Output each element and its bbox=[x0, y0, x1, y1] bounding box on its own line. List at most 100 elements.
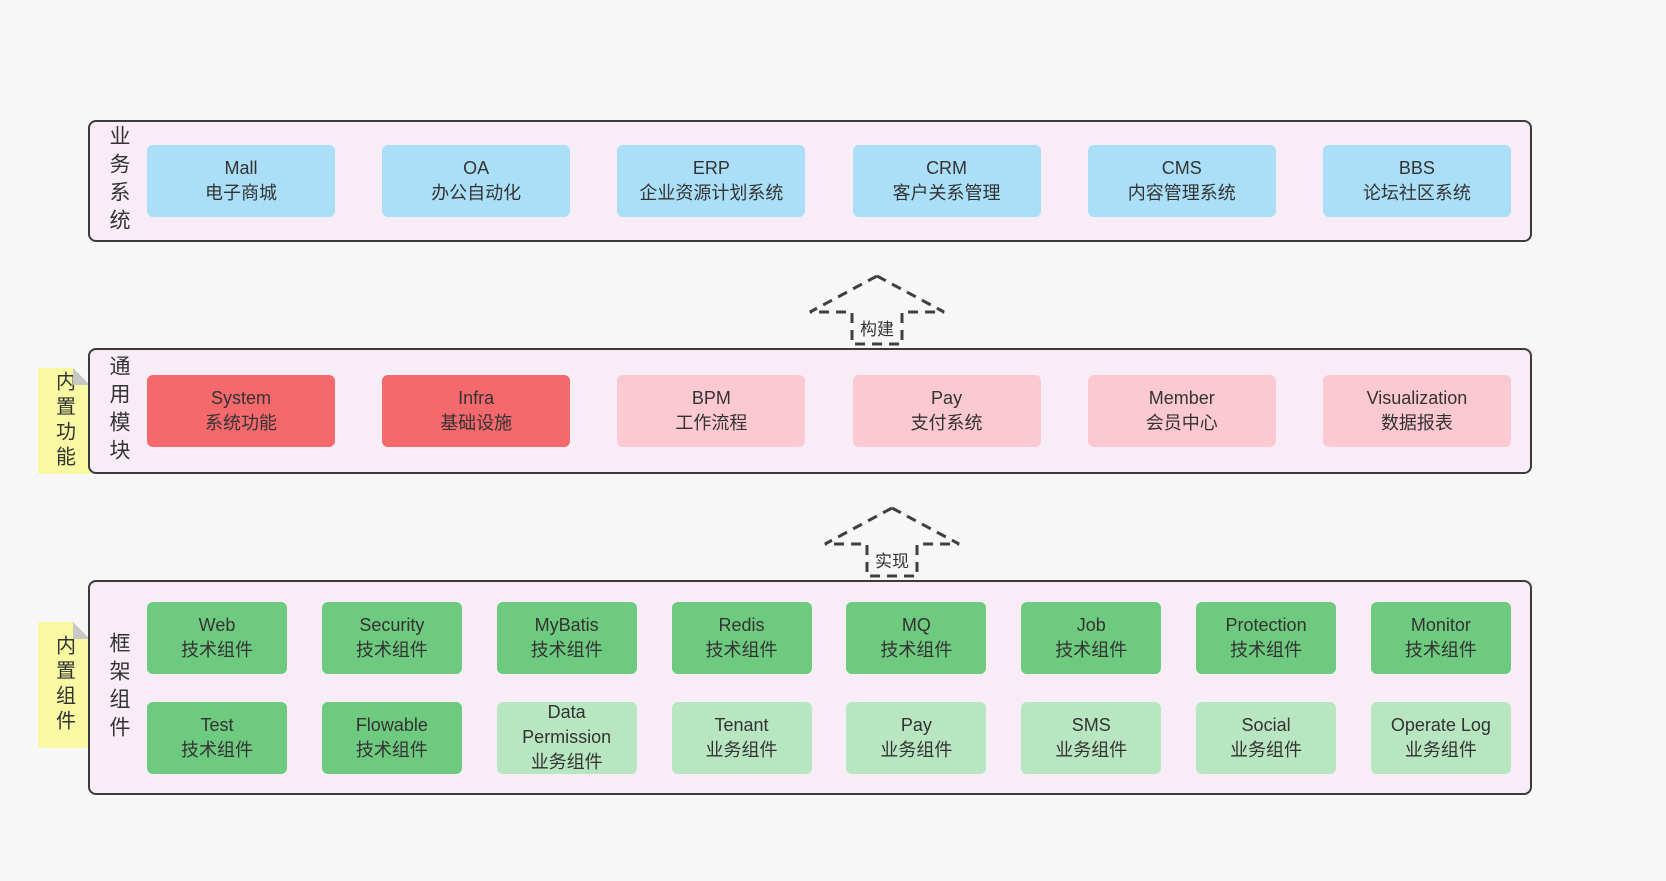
box-subtitle: 技术组件 bbox=[1404, 639, 1477, 660]
box-protection: Protection 技术组件 bbox=[1196, 601, 1337, 674]
box-subtitle: 系统功能 bbox=[205, 413, 277, 433]
band-row: Test 技术组件 Flowable 技术组件 Data Permission … bbox=[147, 701, 1511, 774]
box-subtitle: 技术组件 bbox=[880, 639, 953, 660]
box-pay: Pay 支付系统 bbox=[852, 375, 1041, 447]
band-side-label: 通用模块 bbox=[107, 355, 130, 467]
box-subtitle: 数据报表 bbox=[1380, 413, 1453, 433]
band-side-label: 框架组件 bbox=[107, 631, 130, 744]
sticky-label: 内置组件 bbox=[52, 635, 75, 735]
box-title: MQ bbox=[901, 614, 931, 635]
box-subtitle: 办公自动化 bbox=[431, 183, 522, 203]
box-title: Mall bbox=[224, 158, 258, 178]
box-title: Operate Log bbox=[1390, 714, 1491, 735]
box-oa: OA 办公自动化 bbox=[382, 145, 571, 217]
arrow-build: 构建 bbox=[806, 273, 948, 347]
box-subtitle: 技术组件 bbox=[181, 639, 253, 660]
box-subtitle: 技术组件 bbox=[1230, 639, 1303, 660]
box-crm: CRM 客户关系管理 bbox=[852, 145, 1041, 217]
box-subtitle: 技术组件 bbox=[1055, 639, 1128, 660]
box-visualization: Visualization 数据报表 bbox=[1322, 375, 1511, 447]
box-title: CRM bbox=[926, 158, 968, 178]
arrow-label: 构建 bbox=[857, 315, 897, 340]
box-title: Member bbox=[1148, 388, 1215, 408]
box-operate-log: Operate Log 业务组件 bbox=[1370, 701, 1511, 774]
box-web: Web 技术组件 bbox=[147, 601, 287, 674]
box-title: Flowable bbox=[355, 714, 428, 735]
box-title: OA bbox=[463, 158, 490, 178]
box-title: Social bbox=[1241, 714, 1291, 735]
box-title: Data Permission bbox=[522, 702, 612, 747]
box-subtitle: 企业资源计划系统 bbox=[639, 183, 784, 203]
box-title: Redis bbox=[718, 614, 765, 635]
box-title: BPM bbox=[691, 388, 731, 408]
box-title: BBS bbox=[1398, 158, 1435, 178]
box-title: System bbox=[210, 388, 271, 408]
box-title: ERP bbox=[692, 158, 730, 178]
box-data-permission: Data Permission 业务组件 bbox=[496, 701, 637, 774]
box-security: Security 技术组件 bbox=[321, 601, 462, 674]
box-subtitle: 业务组件 bbox=[530, 752, 603, 772]
band-row: Mall 电子商城 OA 办公自动化 ERP 企业资源计划系统 CRM 客户关系… bbox=[147, 145, 1511, 217]
band-common-modules: 通用模块 System 系统功能 Infra 基础设施 BPM 工作流程 Pay… bbox=[88, 348, 1532, 474]
band-framework-components: 框架组件 Web 技术组件 Security 技术组件 MyBatis 技术组件… bbox=[88, 580, 1532, 795]
box-title: Monitor bbox=[1410, 614, 1471, 635]
band-rows: System 系统功能 Infra 基础设施 BPM 工作流程 Pay 支付系统… bbox=[136, 350, 1511, 472]
box-subtitle: 技术组件 bbox=[705, 639, 778, 660]
box-member: Member 会员中心 bbox=[1087, 375, 1276, 447]
box-infra: Infra 基础设施 bbox=[382, 375, 571, 447]
box-tenant: Tenant 业务组件 bbox=[671, 701, 812, 774]
box-subtitle: 客户关系管理 bbox=[892, 183, 1001, 203]
box-pay-biz: Pay 业务组件 bbox=[846, 701, 987, 774]
box-subtitle: 会员中心 bbox=[1145, 413, 1218, 433]
box-title: Security bbox=[359, 614, 425, 635]
sticky-label: 内置功能 bbox=[52, 371, 75, 471]
arrow-label: 实现 bbox=[872, 547, 912, 572]
dashed-up-arrow-icon bbox=[824, 506, 960, 578]
box-subtitle: 内容管理系统 bbox=[1127, 183, 1236, 203]
box-mall: Mall 电子商城 bbox=[147, 145, 335, 217]
band-rows: Web 技术组件 Security 技术组件 MyBatis 技术组件 Redi… bbox=[136, 582, 1511, 793]
box-title: Visualization bbox=[1366, 388, 1468, 408]
box-subtitle: 业务组件 bbox=[1055, 739, 1128, 760]
box-subtitle: 电子商城 bbox=[205, 183, 277, 203]
box-erp: ERP 企业资源计划系统 bbox=[617, 145, 806, 217]
box-subtitle: 业务组件 bbox=[880, 739, 953, 760]
box-bbs: BBS 论坛社区系统 bbox=[1322, 145, 1511, 217]
box-mybatis: MyBatis 技术组件 bbox=[496, 601, 637, 674]
box-flowable: Flowable 技术组件 bbox=[321, 701, 462, 774]
box-mq: MQ 技术组件 bbox=[846, 601, 987, 674]
box-subtitle: 技术组件 bbox=[530, 639, 603, 660]
box-redis: Redis 技术组件 bbox=[671, 601, 812, 674]
box-test: Test 技术组件 bbox=[147, 701, 287, 774]
band-side-label: 业务系统 bbox=[107, 125, 130, 237]
box-title: Pay bbox=[931, 388, 963, 408]
box-job: Job 技术组件 bbox=[1021, 601, 1162, 674]
box-title: Web bbox=[198, 614, 236, 635]
box-title: SMS bbox=[1071, 714, 1111, 735]
box-sms: SMS 业务组件 bbox=[1021, 701, 1162, 774]
box-subtitle: 业务组件 bbox=[1230, 739, 1303, 760]
box-subtitle: 支付系统 bbox=[910, 413, 983, 433]
box-system: System 系统功能 bbox=[147, 375, 335, 447]
box-title: Infra bbox=[458, 388, 495, 408]
band-business-systems: 业务系统 Mall 电子商城 OA 办公自动化 ERP 企业资源计划系统 CRM… bbox=[88, 120, 1532, 242]
sticky-note-builtin-features: 内置功能 bbox=[38, 368, 90, 474]
box-subtitle: 业务组件 bbox=[705, 739, 778, 760]
box-social: Social 业务组件 bbox=[1196, 701, 1337, 774]
box-monitor: Monitor 技术组件 bbox=[1370, 601, 1511, 674]
band-rows: Mall 电子商城 OA 办公自动化 ERP 企业资源计划系统 CRM 客户关系… bbox=[136, 122, 1511, 240]
box-title: Tenant bbox=[714, 714, 769, 735]
box-title: Pay bbox=[900, 714, 932, 735]
box-bpm: BPM 工作流程 bbox=[617, 375, 806, 447]
box-subtitle: 基础设施 bbox=[440, 413, 513, 433]
box-cms: CMS 内容管理系统 bbox=[1087, 145, 1276, 217]
band-row: Web 技术组件 Security 技术组件 MyBatis 技术组件 Redi… bbox=[147, 601, 1511, 674]
box-subtitle: 技术组件 bbox=[355, 739, 428, 760]
box-title: MyBatis bbox=[534, 614, 599, 635]
box-title: Job bbox=[1076, 614, 1106, 635]
box-title: Test bbox=[200, 714, 234, 735]
dashed-up-arrow-icon bbox=[809, 274, 945, 346]
box-subtitle: 技术组件 bbox=[355, 639, 428, 660]
box-title: Protection bbox=[1225, 614, 1307, 635]
